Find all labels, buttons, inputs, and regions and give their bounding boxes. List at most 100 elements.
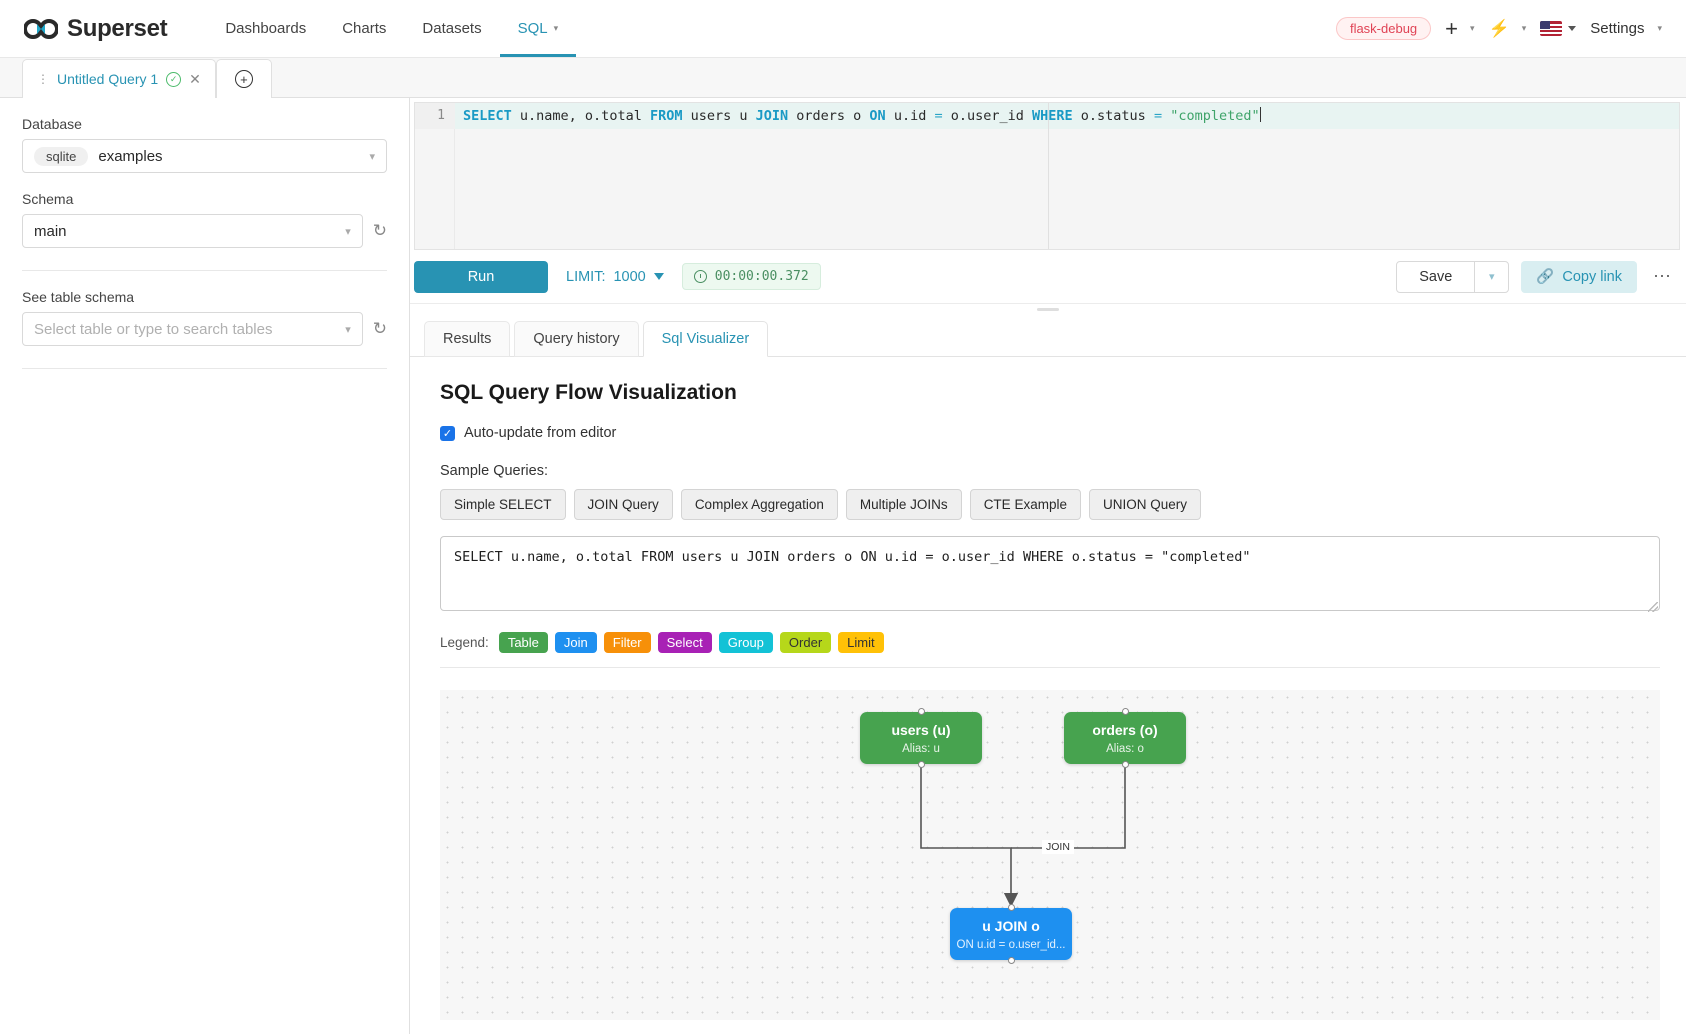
nav-link-label: SQL xyxy=(517,20,548,37)
sql-visualizer-panel: SQL Query Flow Visualization ✓ Auto-upda… xyxy=(410,357,1686,1034)
drag-handle-icon[interactable]: ⋮ xyxy=(37,72,49,86)
navbar-right: flask-debug + ▾ ⚡ ▾ Settings ▾ xyxy=(1335,15,1662,41)
query-tab-label: Untitled Query 1 xyxy=(57,71,159,87)
bolt-menu[interactable]: ⚡ ▾ xyxy=(1489,19,1527,39)
sample-query-simple-select[interactable]: Simple SELECT xyxy=(440,489,566,520)
port-bottom-icon xyxy=(1007,957,1015,964)
sample-queries-label: Sample Queries: xyxy=(440,463,548,479)
sql-editor[interactable]: 1 SELECT u.name, o.total FROM users u JO… xyxy=(414,102,1680,250)
nav-link-label: Charts xyxy=(342,20,387,37)
tab-label: Sql Visualizer xyxy=(661,331,750,347)
database-label: Database xyxy=(22,116,82,132)
chevron-down-icon: ▾ xyxy=(1489,271,1495,283)
schema-label: Schema xyxy=(22,191,74,207)
ellipsis-icon[interactable]: ⋯ xyxy=(1653,266,1672,286)
database-select[interactable]: sqlite examples ▾ xyxy=(22,139,387,173)
sample-query-union-query[interactable]: UNION Query xyxy=(1088,489,1201,520)
result-tabs: Results Query history Sql Visualizer xyxy=(410,314,1686,357)
node-title: users (u) xyxy=(891,721,951,738)
nav-link-datasets[interactable]: Datasets xyxy=(404,0,499,57)
schema-select[interactable]: main ▾ xyxy=(22,214,363,248)
chevron-down-icon: ▾ xyxy=(369,150,375,163)
language-menu[interactable] xyxy=(1540,21,1577,36)
flow-canvas[interactable]: JOIN users (u) Alias: u orders (o) Alias… xyxy=(440,690,1660,1020)
chevron-down-icon: ▾ xyxy=(345,323,351,336)
query-tab-untitled-query-1[interactable]: ⋮ Untitled Query 1 ✓ ✕ xyxy=(22,59,216,98)
limit-dropdown[interactable]: LIMIT: 1000 xyxy=(566,269,664,285)
table-select[interactable]: Select table or type to search tables ▾ xyxy=(22,312,363,346)
workspace: Database sqlite examples ▾ Schema main ▾… xyxy=(0,98,1686,1034)
auto-update-label: Auto-update from editor xyxy=(464,425,617,441)
tab-query-history[interactable]: Query history xyxy=(514,321,639,357)
flow-node-orders[interactable]: orders (o) Alias: o xyxy=(1064,708,1186,768)
plus-icon: + xyxy=(1445,15,1459,41)
settings-menu[interactable]: Settings ▾ xyxy=(1590,20,1662,37)
page-title: SQL Query Flow Visualization xyxy=(440,381,737,404)
sql-token: SELECT xyxy=(463,108,512,124)
chevron-down-icon: ▾ xyxy=(1657,23,1662,33)
new-item-menu[interactable]: + ▾ xyxy=(1445,15,1474,41)
top-navbar: Superset Dashboards Charts Datasets SQL … xyxy=(0,0,1686,58)
refresh-schema-icon[interactable]: ↻ xyxy=(372,221,387,240)
query-timer: 00:00:00.372 xyxy=(681,263,821,290)
right-panel: 1 SELECT u.name, o.total FROM users u JO… xyxy=(410,98,1686,1034)
node-subtitle: Alias: o xyxy=(1106,742,1144,755)
resize-grip-icon[interactable] xyxy=(1648,602,1658,612)
sample-query-complex-aggregation[interactable]: Complex Aggregation xyxy=(680,489,838,520)
limit-label: LIMIT: xyxy=(566,268,606,285)
sql-token: u.name, o.total xyxy=(511,108,650,124)
table-placeholder: Select table or type to search tables xyxy=(34,320,273,338)
flow-edges xyxy=(920,766,1126,908)
editor-empty-area xyxy=(415,129,1679,249)
pane-resize-handle[interactable] xyxy=(410,304,1686,314)
flow-node-users[interactable]: users (u) Alias: u xyxy=(860,708,982,768)
nav-link-sql[interactable]: SQL ▾ xyxy=(500,0,577,57)
save-button[interactable]: Save xyxy=(1419,268,1453,285)
sample-query-join-query[interactable]: JOIN Query xyxy=(573,489,673,520)
edge-label-join: JOIN xyxy=(1042,840,1074,854)
nav-link-charts[interactable]: Charts xyxy=(324,0,404,57)
tab-results[interactable]: Results xyxy=(424,321,511,357)
legend-chip-filter: Filter xyxy=(603,632,651,653)
bolt-icon: ⚡ xyxy=(1488,18,1510,38)
sql-token: ON xyxy=(869,108,886,124)
copy-link-label: Copy link xyxy=(1562,268,1622,285)
save-dropdown-button[interactable]: ▾ xyxy=(1474,261,1508,292)
node-title: orders (o) xyxy=(1092,721,1158,738)
add-query-tab-button[interactable]: + xyxy=(215,59,272,98)
auto-update-checkbox-row[interactable]: ✓ Auto-update from editor xyxy=(440,425,1660,441)
tab-sql-visualizer[interactable]: Sql Visualizer xyxy=(642,321,769,357)
port-top-icon xyxy=(1121,708,1129,715)
flask-debug-badge: flask-debug xyxy=(1335,17,1432,40)
link-icon: 🔗 xyxy=(1536,269,1555,285)
timer-value: 00:00:00.372 xyxy=(714,269,809,284)
triangle-down-icon xyxy=(1568,26,1577,31)
sql-token: = xyxy=(1153,108,1163,124)
schema-value: main xyxy=(34,222,67,240)
run-button[interactable]: Run xyxy=(414,260,548,293)
node-subtitle: ON u.id = o.user_id... xyxy=(956,938,1066,951)
sql-token: o.user_id xyxy=(942,108,1033,124)
editor-line-number: 1 xyxy=(415,103,455,129)
port-bottom-icon xyxy=(1121,761,1129,768)
brand-logo[interactable]: Superset xyxy=(24,14,168,43)
database-engine-pill: sqlite xyxy=(34,146,89,166)
checkbox-checked-icon[interactable]: ✓ xyxy=(440,425,455,441)
editor-toolbar: Run LIMIT: 1000 00:00:00.372 Save ▾ 🔗 Co… xyxy=(410,250,1686,304)
copy-link-button[interactable]: 🔗 Copy link xyxy=(1521,260,1637,293)
brand-text: Superset xyxy=(67,14,168,42)
sample-query-multiple-joins[interactable]: Multiple JOINs xyxy=(845,489,962,520)
sample-query-cte-example[interactable]: CTE Example xyxy=(969,489,1081,520)
sql-input-wrapper xyxy=(440,536,1660,614)
tab-label: Results xyxy=(443,331,492,347)
sql-textarea[interactable] xyxy=(440,536,1660,611)
flow-node-join[interactable]: u JOIN o ON u.id = o.user_id... xyxy=(950,904,1072,964)
refresh-tables-icon[interactable]: ↻ xyxy=(372,319,387,338)
legend-label: Legend: xyxy=(440,635,489,650)
legend-chip-select: Select xyxy=(657,632,712,653)
nav-link-dashboards[interactable]: Dashboards xyxy=(207,0,324,57)
settings-label: Settings xyxy=(1590,20,1645,37)
close-icon[interactable]: ✕ xyxy=(189,70,201,87)
left-panel: Database sqlite examples ▾ Schema main ▾… xyxy=(0,98,410,1034)
chevron-down-icon: ▾ xyxy=(553,23,559,33)
